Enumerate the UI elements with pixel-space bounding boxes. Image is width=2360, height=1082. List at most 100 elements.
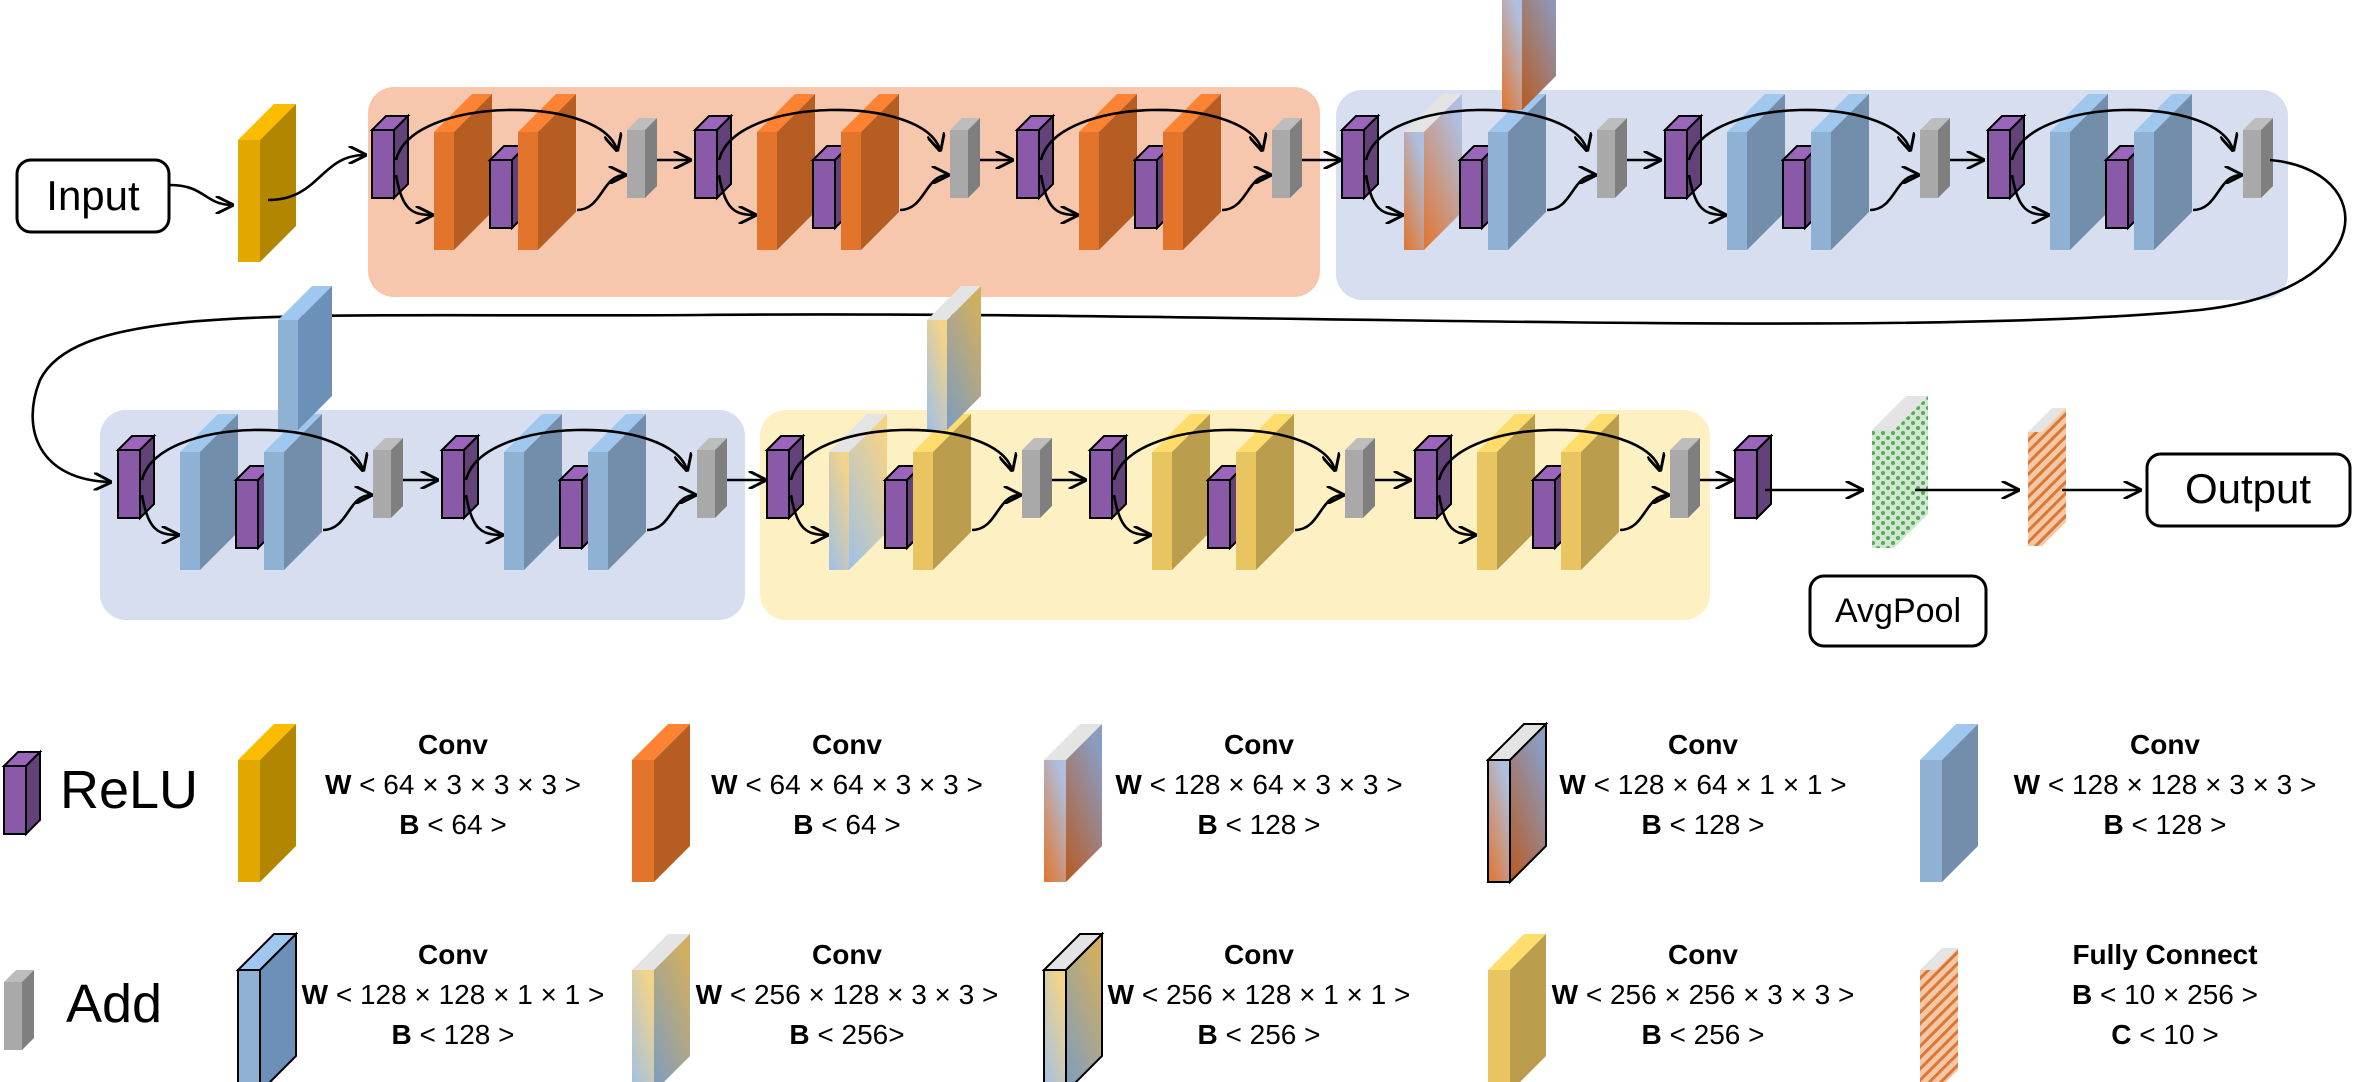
- connector: [322, 495, 371, 532]
- relu-block: [1087, 433, 1129, 521]
- residual-unit: [1087, 414, 1375, 570]
- add-block: [2243, 118, 2273, 198]
- legend-swatch: [1488, 934, 1546, 1082]
- relu-block: [1, 749, 43, 837]
- avgpool-label: AvgPool: [1835, 592, 1961, 630]
- legend-item-title: Conv: [812, 729, 882, 760]
- conv-block: [1152, 414, 1210, 570]
- connector: [1869, 175, 1918, 212]
- legend-swatch: [1041, 931, 1105, 1082]
- conv-block: [757, 94, 815, 250]
- legend-item-w-value: < 256 × 128 × 3 × 3 >: [730, 979, 999, 1010]
- conv-block: [180, 414, 238, 570]
- legend-item-b: B < 256>: [789, 1019, 904, 1050]
- legend-item-b: B < 256 >: [1642, 1019, 1765, 1050]
- legend-swatch: [1485, 721, 1549, 885]
- add-block: [4, 970, 34, 1050]
- shortcut-conv-block: [278, 286, 332, 430]
- relu-block: [1662, 113, 1704, 201]
- legend-item-w-value: < 128 × 64 × 3 × 3 >: [1150, 769, 1403, 800]
- relu-block: [1339, 113, 1381, 201]
- output-label: Output: [2185, 465, 2311, 512]
- legend-item-w: W < 128 × 128 × 1 × 1 >: [302, 979, 605, 1010]
- legend-item-b-value: < 64 >: [427, 809, 506, 840]
- legend-item-w-label: W: [696, 979, 730, 1010]
- legend-item-b: B < 256 >: [1198, 1019, 1321, 1050]
- connector: [717, 108, 940, 161]
- legend-item-b-label: B: [399, 809, 427, 840]
- row-wrap-connector: [31, 158, 2347, 482]
- legend-add-label: Add: [66, 974, 162, 1034]
- legend-item-b-value: < 64 >: [821, 809, 900, 840]
- fully-connect-block: [2028, 408, 2066, 546]
- legend-item-w-label: W: [1115, 769, 1149, 800]
- add-block: [1272, 118, 1302, 198]
- connector: [1546, 175, 1595, 212]
- conv-block: [829, 414, 887, 570]
- connector: [971, 495, 1020, 532]
- connector: [140, 428, 363, 481]
- legend-item-w-label: W: [2014, 769, 2048, 800]
- connector: [1687, 108, 1910, 161]
- add-block: [373, 438, 403, 518]
- legend-item-b: B < 64 >: [399, 809, 506, 840]
- residual-unit: [1662, 94, 1950, 250]
- conv-block: [1236, 414, 1294, 570]
- connector: [2010, 108, 2233, 161]
- add-block: [1345, 438, 1375, 518]
- connector: [1437, 494, 1475, 535]
- legend-item-title: Conv: [418, 729, 488, 760]
- connector: [1039, 108, 1262, 161]
- legend-item-title: Conv: [2130, 729, 2200, 760]
- legend-item-w-label: W: [325, 769, 359, 800]
- residual-unit: [115, 286, 403, 570]
- legend-item-w: W < 256 × 128 × 1 × 1 >: [1108, 979, 1411, 1010]
- input-to-conv-arrow: [169, 183, 232, 205]
- connector: [1039, 174, 1077, 215]
- connector: [1112, 428, 1335, 481]
- legend-item-w: W < 64 × 64 × 3 × 3 >: [711, 769, 983, 800]
- relu-block: [692, 113, 734, 201]
- input-conv-block: [238, 104, 296, 262]
- legend-item-b-label: B: [392, 1019, 420, 1050]
- relu-block: [1205, 463, 1247, 551]
- connector: [2010, 174, 2048, 215]
- conv-block: [1079, 94, 1137, 250]
- legend-item-b-value: < 128 >: [1670, 809, 1765, 840]
- connector: [717, 174, 755, 215]
- legend-item-w-value: < 256 × 128 × 1 × 1 >: [1142, 979, 1411, 1010]
- connector: [140, 494, 178, 535]
- legend-item-w-label: B: [2072, 979, 2100, 1010]
- relu-block: [1985, 113, 2027, 201]
- legend-item-b: B < 128 >: [392, 1019, 515, 1050]
- conv-block: [1811, 94, 1869, 250]
- legend-item-b-label: C: [2111, 1019, 2139, 1050]
- connector: [394, 108, 617, 161]
- legend-item-w: W < 256 × 256 × 3 × 3 >: [1552, 979, 1855, 1010]
- input-node: Input: [15, 158, 171, 234]
- output-node: Output: [2145, 452, 2352, 528]
- add-block: [627, 118, 657, 198]
- conv-block: [913, 414, 971, 570]
- conv-block: [588, 414, 646, 570]
- connector: [576, 175, 625, 212]
- shortcut-conv-block: [927, 286, 981, 430]
- legend-item-b-label: B: [789, 1019, 817, 1050]
- legend-item-b: B < 64 >: [793, 809, 900, 840]
- legend-swatch: [632, 724, 690, 882]
- residual-unit: [369, 94, 657, 250]
- legend-swatch: [1920, 724, 1978, 882]
- legend-item-w: W < 128 × 64 × 1 × 1 >: [1559, 769, 1846, 800]
- relu-block: [439, 433, 481, 521]
- connector: [899, 175, 948, 212]
- legend-item-w-label: W: [1552, 979, 1586, 1010]
- relu-block: [1732, 433, 1774, 521]
- residual-unit: [764, 286, 1052, 570]
- legend-item-b-label: B: [793, 809, 821, 840]
- residual-unit: [1014, 94, 1302, 250]
- residual-unit: [439, 414, 727, 570]
